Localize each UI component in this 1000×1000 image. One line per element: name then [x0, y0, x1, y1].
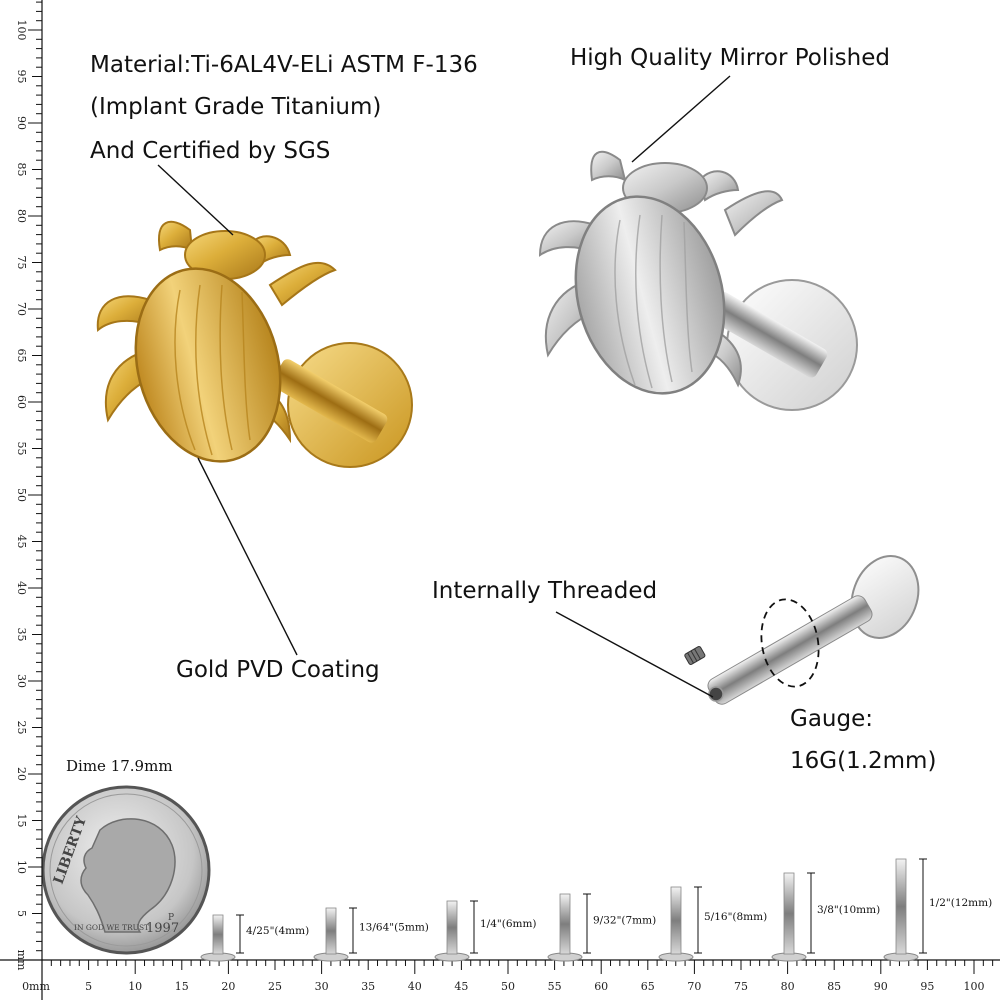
labret-post — [707, 555, 920, 705]
post-item: 3/8"(10mm) — [771, 872, 880, 962]
bottom-ruler-label: 65 — [641, 980, 655, 993]
bottom-ruler-label: 100 — [964, 980, 985, 993]
left-ruler-label: 5 — [15, 910, 28, 917]
material-line-1: Material:Ti-6AL4V-ELi ASTM F-136 — [90, 52, 478, 78]
bottom-ruler-label: 80 — [781, 980, 795, 993]
dime-coin: LIBERTY IN GOD WE TRUST 1997 P — [41, 785, 211, 955]
dime-portrait — [80, 818, 176, 933]
bottom-ruler-label: 90 — [874, 980, 888, 993]
left-ruler-label: 75 — [15, 256, 28, 270]
dime-motto: IN GOD WE TRUST — [74, 923, 149, 932]
gauge-value: 16G(1.2mm) — [790, 748, 937, 774]
left-ruler-label: 10 — [15, 860, 28, 874]
bottom-ruler-label: 30 — [315, 980, 329, 993]
material-line-2: (Implant Grade Titanium) — [90, 94, 382, 120]
left-ruler: mm51015202530354045505560657075808590951… — [15, 0, 43, 1000]
left-ruler-label: 50 — [15, 488, 28, 502]
left-ruler-label: 100 — [15, 20, 28, 41]
coating-leader — [197, 457, 298, 656]
left-ruler-label: 65 — [15, 349, 28, 363]
coating-label: Gold PVD Coating — [176, 657, 380, 683]
left-ruler-label: 15 — [15, 814, 28, 828]
left-ruler-label: 40 — [15, 581, 28, 595]
bottom-ruler-label: 55 — [548, 980, 562, 993]
post-size-label: 5/16"(8mm) — [704, 911, 767, 923]
post-item: 1/4"(6mm) — [434, 900, 537, 962]
left-ruler-label: 45 — [15, 535, 28, 549]
dime-year: 1997 — [146, 921, 179, 936]
post-item: 5/16"(8mm) — [658, 886, 767, 962]
post-shaft — [895, 858, 907, 955]
bottom-ruler-label: 15 — [175, 980, 189, 993]
left-ruler-label: 55 — [15, 442, 28, 456]
dime-mint-mark: P — [168, 913, 174, 923]
bottom-ruler-label: 25 — [268, 980, 282, 993]
bottom-ruler-label: 20 — [221, 980, 235, 993]
bottom-ruler-label: 70 — [687, 980, 701, 993]
material-line-3: And Certified by SGS — [90, 138, 331, 164]
post-size-label: 9/32"(7mm) — [593, 915, 656, 927]
bottom-ruler-label: 0mm — [22, 980, 50, 993]
polish-label: High Quality Mirror Polished — [570, 45, 890, 71]
gauge-label: Gauge: — [790, 706, 873, 732]
post-shaft — [559, 893, 571, 955]
left-ruler-label: 20 — [15, 767, 28, 781]
gold-post — [271, 359, 388, 443]
threaded-leader — [555, 611, 714, 698]
post-shaft — [325, 907, 337, 955]
left-ruler-label: 25 — [15, 721, 28, 735]
left-ruler-label: 35 — [15, 628, 28, 642]
bottom-ruler-label: 75 — [734, 980, 748, 993]
gold-beetle-stud — [96, 220, 413, 468]
post-item: 4/25"(4mm) — [200, 914, 309, 962]
left-ruler-label: 85 — [15, 163, 28, 177]
left-ruler-label: 95 — [15, 70, 28, 84]
post-item: 9/32"(7mm) — [547, 893, 656, 962]
post-shaft — [783, 872, 795, 955]
post-shaft — [446, 900, 458, 955]
polish-leader — [631, 75, 731, 163]
post-size-chart: 4/25"(4mm) 13/64"(5mm) 1/4"(6mm) 9/32"(7mm)… — [200, 858, 992, 962]
post-size-label: 1/4"(6mm) — [480, 918, 537, 930]
left-ruler-label: 80 — [15, 209, 28, 223]
post-item: 1/2"(12mm) — [883, 858, 992, 962]
post-item: 13/64"(5mm) — [313, 907, 429, 962]
bottom-ruler-label: 85 — [827, 980, 841, 993]
post-size-label: 1/2"(12mm) — [929, 897, 992, 909]
bottom-ruler-label: 50 — [501, 980, 515, 993]
thread-highlight — [760, 598, 820, 688]
post-size-label: 13/64"(5mm) — [359, 922, 429, 934]
threaded-label: Internally Threaded — [432, 578, 658, 604]
bottom-ruler-label: 60 — [594, 980, 608, 993]
bottom-ruler-label: 95 — [920, 980, 934, 993]
bottom-ruler-label: 45 — [454, 980, 468, 993]
bottom-ruler-label: 5 — [85, 980, 92, 993]
post-size-label: 3/8"(10mm) — [817, 904, 880, 916]
bottom-ruler: 0mm 5 10 15 20 25 30 35 40 45 50 55 60 65 70 75 80 85 90 95… — [0, 959, 1000, 993]
silver-post — [707, 291, 828, 378]
left-ruler-label: 70 — [15, 302, 28, 316]
post-size-label: 4/25"(4mm) — [246, 925, 309, 937]
silver-beetle-stud — [538, 150, 858, 411]
leader-lines — [157, 75, 731, 698]
post-shaft — [212, 914, 224, 955]
left-ruler-label: 30 — [15, 674, 28, 688]
material-leader — [157, 164, 234, 236]
bottom-ruler-label: 10 — [128, 980, 142, 993]
silver-beetle-shell — [574, 195, 726, 395]
gold-beetle-shell — [134, 267, 282, 463]
dime-label: Dime 17.9mm — [66, 757, 173, 775]
left-ruler-label: 90 — [15, 116, 28, 130]
bottom-ruler-label: 40 — [408, 980, 422, 993]
left-ruler-label: 60 — [15, 395, 28, 409]
bottom-ruler-label: 35 — [361, 980, 375, 993]
thread-screw — [684, 646, 706, 665]
post-shaft — [670, 886, 682, 955]
